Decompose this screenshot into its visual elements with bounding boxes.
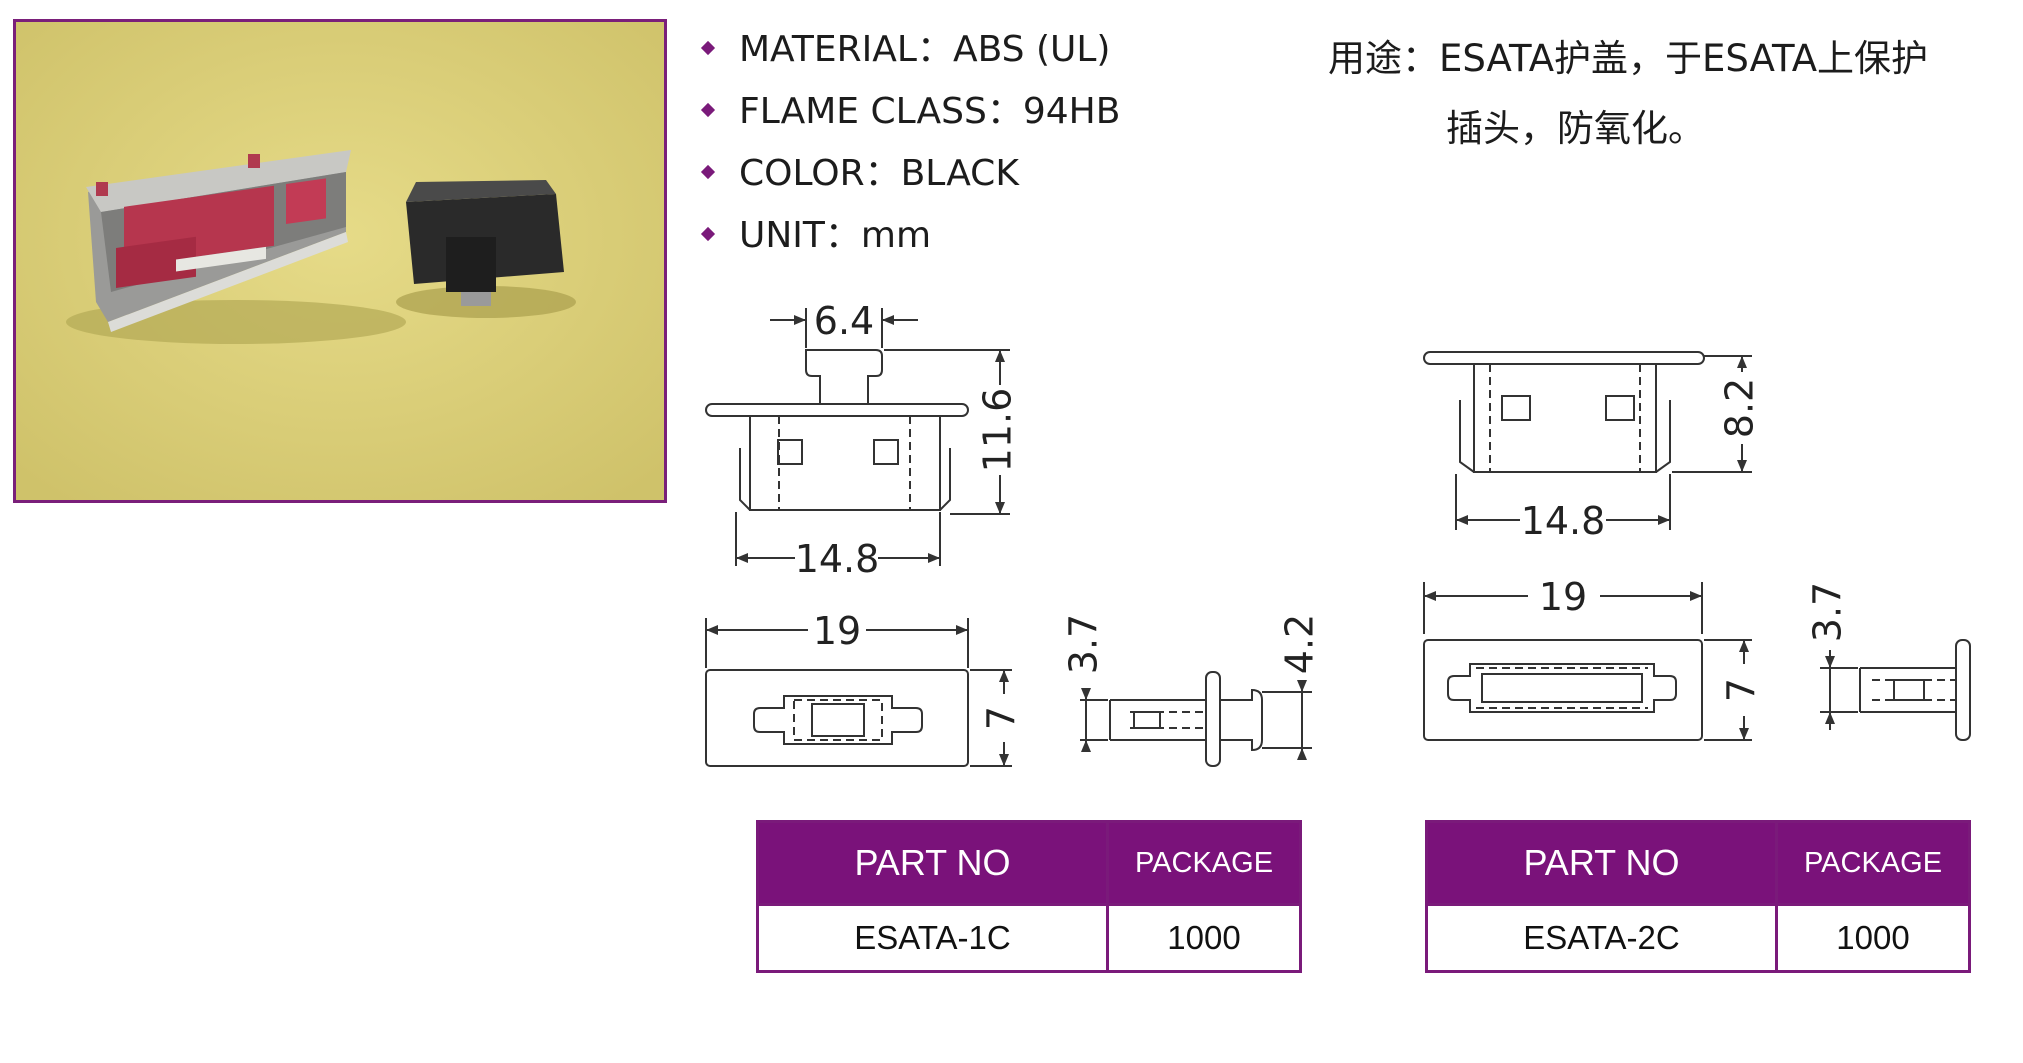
spec-unit: UNIT：mm — [693, 212, 1120, 274]
dim-1c-side-depth: 3.7 — [1062, 614, 1106, 674]
usage-line-2: 插头，防氧化。 — [1446, 107, 1705, 150]
spec-material: MATERIAL：ABS (UL) — [693, 26, 1120, 88]
part-table-2c: PART NO PACKAGE ESATA-2C 1000 — [1425, 820, 1971, 973]
spec-color: COLOR：BLACK — [693, 150, 1120, 212]
header-package: PACKAGE — [1775, 820, 1971, 906]
dim-1c-flange-width: 19 — [813, 609, 861, 653]
part-number: ESATA-1C — [756, 903, 1109, 973]
esata-1c-top-view — [705, 308, 1010, 566]
dim-2c-flange-height: 7 — [1720, 678, 1764, 702]
dim-1c-flange-height: 7 — [980, 706, 1024, 730]
header-part-no: PART NO — [756, 820, 1109, 906]
dim-1c-side-total: 4.2 — [1278, 614, 1322, 674]
dim-1c-height: 11.6 — [976, 388, 1020, 473]
dim-2c-height: 8.2 — [1718, 378, 1762, 438]
header-package: PACKAGE — [1106, 820, 1302, 906]
usage-note: 用途：ESATA护盖，于ESATA上保护 插头，防氧化。 — [1328, 24, 1928, 164]
package-quantity: 1000 — [1775, 903, 1971, 973]
esata-2c-side-view — [1820, 639, 1971, 741]
spec-flame-class: FLAME CLASS：94HB — [693, 88, 1120, 150]
dim-2c-flange-width: 19 — [1539, 575, 1587, 619]
part-number: ESATA-2C — [1425, 903, 1778, 973]
dim-1c-body-width: 14.8 — [795, 537, 880, 581]
part-table-1c: PART NO PACKAGE ESATA-1C 1000 — [756, 820, 1302, 973]
dim-2c-body-width: 14.8 — [1521, 499, 1606, 543]
product-photo — [13, 19, 667, 503]
usage-line-1: 用途：ESATA护盖，于ESATA上保护 — [1328, 37, 1929, 80]
package-quantity: 1000 — [1106, 903, 1302, 973]
esata-1c-front-view — [705, 618, 1012, 767]
esata-2c-front-view — [1423, 582, 1752, 741]
esata-1c-side-view — [1080, 671, 1312, 767]
dim-2c-side-depth: 3.7 — [1806, 582, 1850, 642]
header-part-no: PART NO — [1425, 820, 1778, 906]
esata-2c-top-view — [1423, 351, 1752, 530]
dim-1c-knob-width: 6.4 — [814, 299, 874, 343]
spec-list: MATERIAL：ABS (UL) FLAME CLASS：94HB COLOR… — [693, 26, 1120, 274]
